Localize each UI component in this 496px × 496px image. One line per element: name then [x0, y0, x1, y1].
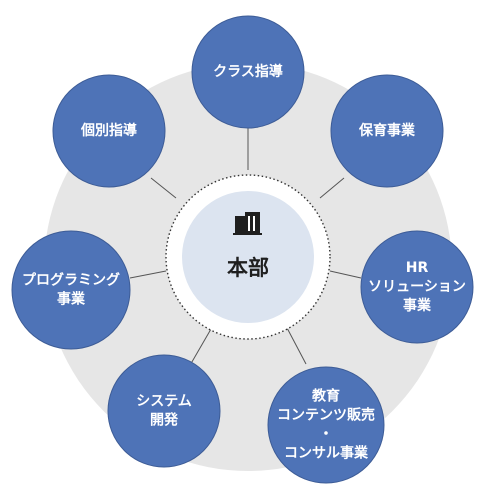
- connector-system-dev: [188, 328, 212, 368]
- node-circle: [11, 230, 131, 350]
- node-circle: [330, 74, 444, 188]
- node-individual-guidance: 個別指導: [52, 74, 166, 188]
- node-label-line: 個別指導: [80, 122, 137, 139]
- node-label-line: 教育: [312, 388, 340, 405]
- node-label-line: クラス指導: [213, 63, 283, 80]
- node-label-line: HR: [406, 260, 429, 276]
- node-circle: [360, 230, 474, 344]
- node-label-line: プログラミング: [22, 272, 120, 289]
- connector-programming: [129, 270, 167, 279]
- node-circle: [191, 15, 305, 129]
- node-class-guidance: クラス指導: [191, 15, 305, 129]
- node-label-line: コンサル事業: [284, 445, 369, 462]
- satellite-nodes: クラス指導保育事業HRソリューション事業教育コンテンツ販売・コンサル事業システム…: [11, 15, 474, 484]
- node-label-line: コンテンツ販売: [277, 407, 375, 424]
- node-label-line: ソリューション: [368, 279, 466, 295]
- connector-individual: [150, 177, 177, 199]
- node-circle: [267, 366, 385, 484]
- node-circle: [107, 354, 221, 468]
- node-label-line: ・: [319, 427, 333, 443]
- center-hub-fill: [182, 191, 314, 323]
- node-label-line: システム: [136, 394, 192, 410]
- node-label-line: 開発: [150, 412, 179, 429]
- connector-lines: [129, 111, 362, 368]
- node-label-line: 事業: [403, 297, 432, 314]
- node-label-line: 事業: [57, 291, 86, 308]
- node-circle: [52, 74, 166, 188]
- node-label-line: 保育事業: [358, 122, 416, 139]
- building-icon: [233, 212, 262, 235]
- center-hub: 本部: [165, 174, 331, 340]
- connector-childcare: [319, 177, 345, 199]
- connector-hr-solution: [329, 270, 362, 279]
- connector-education-content: [285, 325, 307, 365]
- node-childcare-business: 保育事業: [330, 74, 444, 188]
- center-label: 本部: [227, 256, 269, 280]
